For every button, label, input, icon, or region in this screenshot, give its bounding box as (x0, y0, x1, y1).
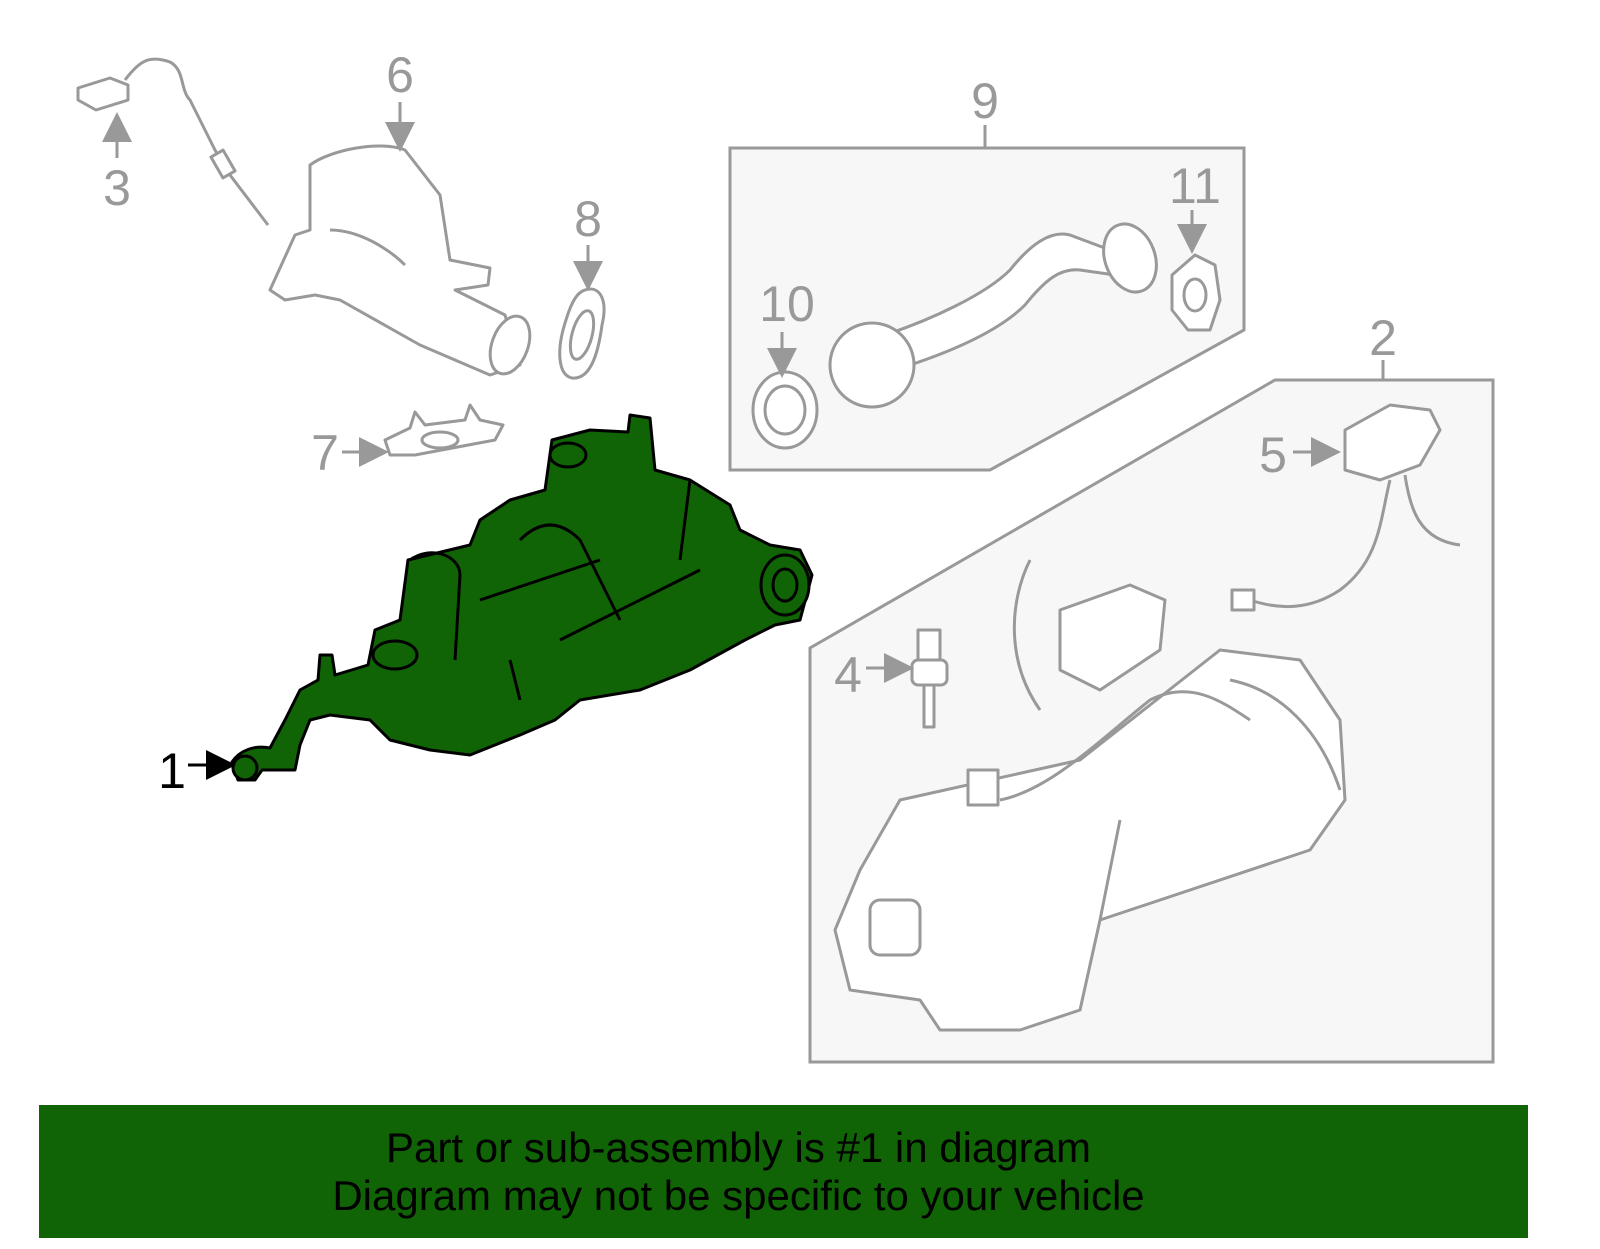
callout-2[interactable]: 2 (1369, 310, 1397, 366)
callout-8[interactable]: 8 (574, 191, 602, 247)
callout-5[interactable]: 5 (1259, 427, 1287, 483)
callout-11[interactable]: 11 (1169, 158, 1221, 214)
callout-4[interactable]: 4 (834, 647, 862, 703)
banner-line-1: Part or sub-assembly is #1 in diagram (386, 1123, 1091, 1171)
part-9-pipe[interactable] (828, 217, 1165, 409)
callout-6[interactable]: 6 (386, 47, 414, 103)
info-banner: Part or sub-assembly is #1 in diagram Di… (39, 1105, 1528, 1238)
part-1-egr-cooler[interactable] (230, 413, 814, 782)
callout-1[interactable]: 1 (158, 743, 186, 799)
banner-line-2: Diagram may not be specific to your vehi… (332, 1171, 1145, 1219)
callout-9[interactable]: 9 (971, 73, 999, 129)
callout-7[interactable]: 7 (311, 425, 339, 481)
part-6-pipe[interactable] (268, 144, 537, 379)
callout-3[interactable]: 3 (103, 160, 131, 216)
part-4-sensor[interactable] (910, 628, 949, 729)
part-10-gasket[interactable] (751, 370, 819, 450)
part-8-gasket[interactable] (558, 287, 606, 380)
part-11-gasket[interactable] (1170, 253, 1222, 332)
part-5-valve[interactable] (1230, 403, 1461, 612)
part-2-assembly[interactable] (833, 559, 1347, 1032)
part-3-sensor[interactable] (76, 57, 270, 226)
callout-10[interactable]: 10 (759, 276, 815, 332)
part-7-gasket[interactable] (383, 403, 505, 457)
